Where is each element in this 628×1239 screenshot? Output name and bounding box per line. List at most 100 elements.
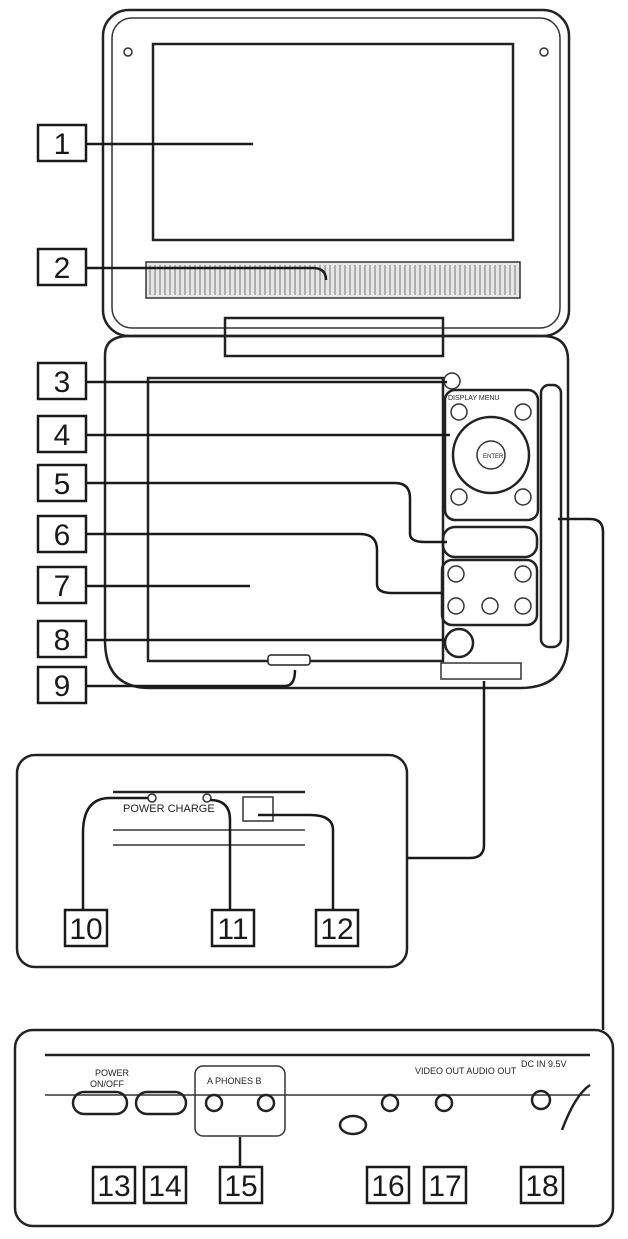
callout-box [91,1165,137,1205]
indicator-strip [440,662,522,680]
callout-number: 14 [148,1170,181,1203]
callout-4: 4 [36,414,88,454]
callout-number: 11 [217,913,248,946]
callout-box [142,1165,188,1205]
callout-box [422,1165,468,1205]
speaker-grille [145,261,521,299]
power-label: POWER [95,1068,130,1078]
callout-14: 14 [142,1165,188,1205]
play-button [447,597,465,615]
callout-number: 13 [97,1170,130,1203]
display-menu-label: DISPLAY MENU [448,395,499,402]
callout-box [36,247,88,287]
power-charge-label: POWER CHARGE [123,803,215,815]
forward-button [514,565,532,583]
hold-switch [134,1090,188,1116]
callout-number: 7 [54,570,71,603]
callout-2: 2 [36,247,88,287]
display-button [450,403,468,421]
callout-17: 17 [422,1165,468,1205]
leader-lines [81,142,605,1167]
callout-box [36,463,88,503]
callout-1: 1 [36,123,88,163]
disc-lid [146,376,445,663]
callout-box [36,123,88,163]
callout-box [218,1165,264,1205]
callout-box [63,908,109,948]
open-switch [267,654,311,666]
callout-number: 17 [428,1170,461,1203]
lid [101,8,571,358]
inset-front: POWER CHARGE [15,753,409,969]
callout-number: 16 [371,1170,404,1203]
callout-9: 9 [36,665,88,705]
top-menu-button [450,488,468,506]
callout-box [36,565,88,605]
callout-8: 8 [36,619,88,659]
direction-pad [451,415,531,495]
callout-box [36,619,88,659]
control-panel [443,388,540,522]
callout-number: 18 [525,1170,558,1203]
phones-b-jack [256,1093,276,1113]
phones-group [194,1065,286,1137]
onoff-label: ON/OFF [90,1079,124,1089]
rewind-button [447,565,465,583]
av-out-label: VIDEO OUT AUDIO OUT [415,1066,517,1076]
callout-11: 11 [210,908,256,948]
pause-button [481,597,499,615]
speaker-port [338,1114,368,1136]
power-switch [71,1090,129,1116]
callout-number: 15 [224,1170,257,1203]
callout-15: 15 [218,1165,264,1205]
dc-in-jack [530,1089,552,1111]
callout-number: 12 [320,913,353,946]
options-button [514,488,532,506]
callout-12: 12 [314,908,360,948]
callout-box [210,908,256,948]
remote-sensor [242,796,274,822]
callout-box [36,361,88,401]
audio-out-jack [434,1093,454,1113]
callout-number: 6 [54,519,71,552]
callout-7: 7 [36,565,88,605]
callout-number: 4 [54,419,71,452]
callout-number: 10 [69,913,102,946]
callout-number: 8 [54,624,71,657]
skip-bar [441,525,539,559]
lid-screw-left [123,47,133,57]
callout-5: 5 [36,463,88,503]
lcd-screen [151,42,515,242]
callout-10: 10 [63,908,109,948]
stop-button [514,597,532,615]
side-panel [539,383,563,649]
callout-number: 3 [54,366,71,399]
callout-box [519,1165,565,1205]
phones-label: A PHONES B [207,1076,262,1086]
callout-number: 2 [54,252,71,285]
callout-box [36,665,88,705]
menu-button [514,403,532,421]
inset-side: POWER ON/OFF A PHONES B VIDEO OUT AUDIO … [13,1028,615,1228]
callout-box [365,1165,411,1205]
charge-led [202,793,212,803]
callout-box [36,414,88,454]
lid-screw-right [539,47,549,57]
callout-3: 3 [36,361,88,401]
callout-16: 16 [365,1165,411,1205]
side-curve [560,1083,591,1131]
callout-18: 18 [519,1165,565,1205]
open-button [443,627,475,659]
callout-13: 13 [91,1165,137,1205]
callout-6: 6 [36,514,88,554]
video-out-jack [380,1093,400,1113]
callout-number: 9 [54,670,71,703]
dc-in-label: DC IN 9.5V [521,1059,567,1069]
callout-number: 5 [54,468,71,501]
transport-panel [440,558,539,627]
base-unit: DISPLAY MENU ENTER [103,334,570,690]
callout-box [36,514,88,554]
phones-a-jack [204,1093,224,1113]
